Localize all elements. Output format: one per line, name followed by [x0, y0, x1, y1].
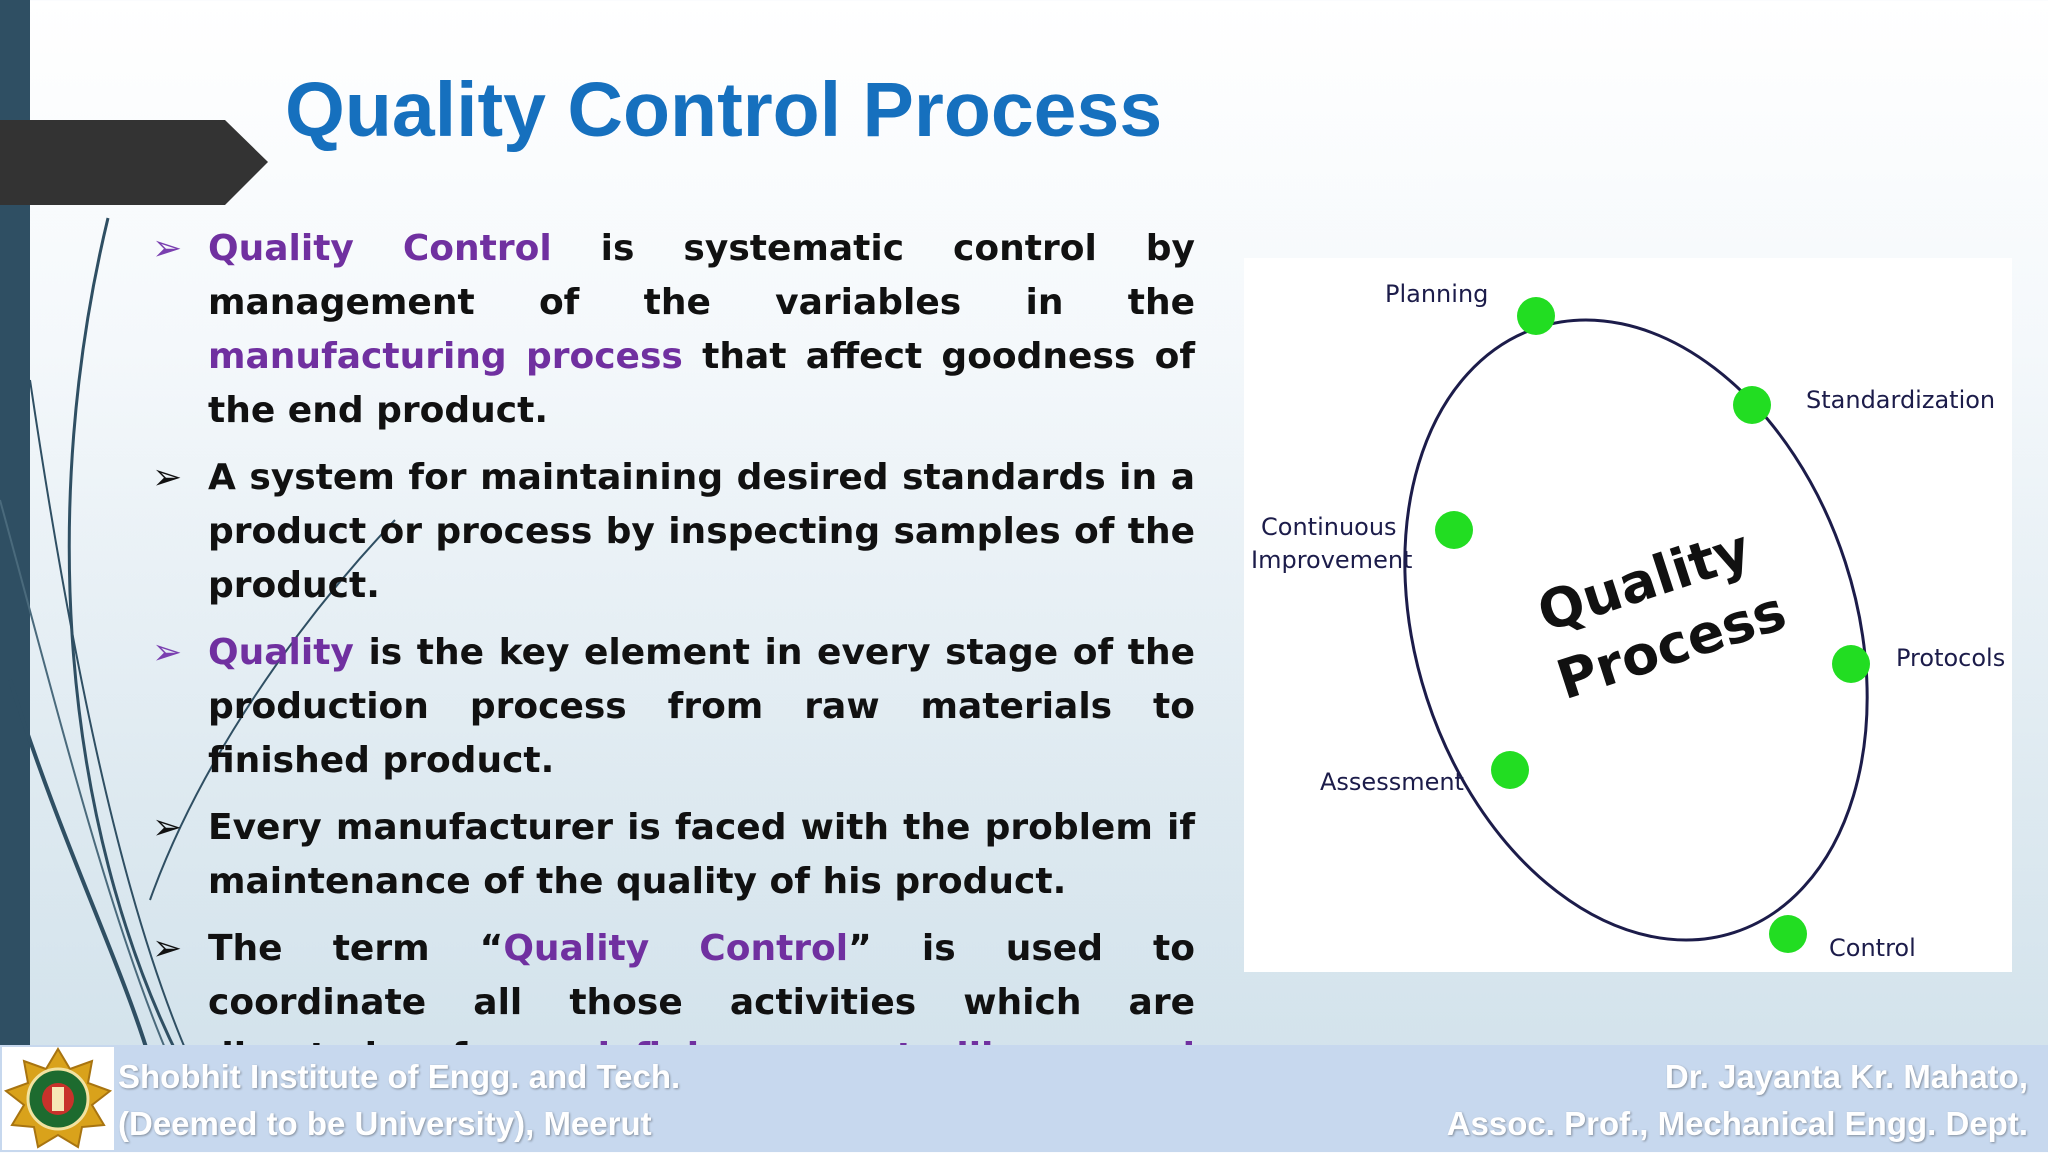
institute-line-1: Shobhit Institute of Engg. and Tech.	[118, 1058, 681, 1095]
node-planning	[1517, 297, 1555, 335]
bullet-item: ➢ Quality is the key element in every sta…	[150, 626, 1195, 788]
bullet-text: Every manufacturer is faced with the pro…	[208, 807, 1195, 902]
bullet-arrow-icon: ➢	[152, 807, 183, 848]
label-standardization: Standardization	[1806, 386, 1995, 414]
bullet-text: is systematic control by management of t…	[208, 228, 1196, 323]
node-control	[1769, 915, 1807, 953]
institute-line-2: (Deemed to be University), Meerut	[118, 1105, 652, 1142]
author-line-2: Assoc. Prof., Mechanical Engg. Dept.	[1446, 1105, 2028, 1142]
highlighted-text: Quality Control	[208, 228, 552, 269]
bullet-text: is the key element in every stage of the…	[208, 632, 1195, 781]
bullet-arrow-icon: ➢	[152, 228, 183, 269]
bullet-arrow-icon: ➢	[152, 632, 183, 673]
highlighted-text: manufacturing process	[208, 336, 683, 377]
institute-name: Shobhit Institute of Engg. and Tech. (De…	[118, 1053, 680, 1147]
label-control: Control	[1829, 934, 1916, 962]
title-arrow-tab	[0, 120, 268, 205]
decorative-curves	[0, 217, 396, 1060]
bullet-text: that affect goodness of the end product.	[208, 336, 1195, 431]
node-continuous-improvement	[1435, 511, 1473, 549]
label-protocols: Protocols	[1896, 644, 2005, 672]
node-protocols	[1832, 645, 1870, 683]
label-assessment: Assessment	[1320, 768, 1464, 796]
quality-process-diagram: Planning Standardization Continuous Impr…	[1244, 258, 2012, 972]
bullet-list: ➢ Quality Control is systematic control b…	[150, 222, 1195, 1151]
bullet-item: ➢ Quality Control is systematic control b…	[150, 222, 1195, 438]
node-assessment	[1491, 751, 1529, 789]
footer-bar: Shobhit Institute of Engg. and Tech. (De…	[0, 1045, 2048, 1152]
label-improvement: Improvement	[1251, 546, 1412, 574]
node-standardization	[1733, 386, 1771, 424]
author-info: Dr. Jayanta Kr. Mahato, Assoc. Prof., Me…	[1447, 1053, 2028, 1147]
bullet-item: ➢ A system for maintaining desired standa…	[150, 451, 1195, 613]
university-logo	[2, 1047, 114, 1150]
highlighted-text: Quality	[208, 632, 354, 673]
author-line-1: Dr. Jayanta Kr. Mahato,	[1664, 1058, 2028, 1095]
bullet-item: ➢ Every manufacturer is faced with the pr…	[150, 801, 1195, 909]
bullet-text: The term “	[208, 928, 504, 969]
bullet-arrow-icon: ➢	[152, 457, 183, 498]
label-planning: Planning	[1385, 280, 1488, 308]
bullet-text: A system for maintaining desired standar…	[208, 457, 1195, 606]
bullet-arrow-icon: ➢	[152, 928, 183, 969]
label-continuous: Continuous	[1261, 513, 1397, 541]
highlighted-text: Quality Control	[503, 928, 849, 969]
slide-title: Quality Control Process	[285, 67, 1163, 153]
